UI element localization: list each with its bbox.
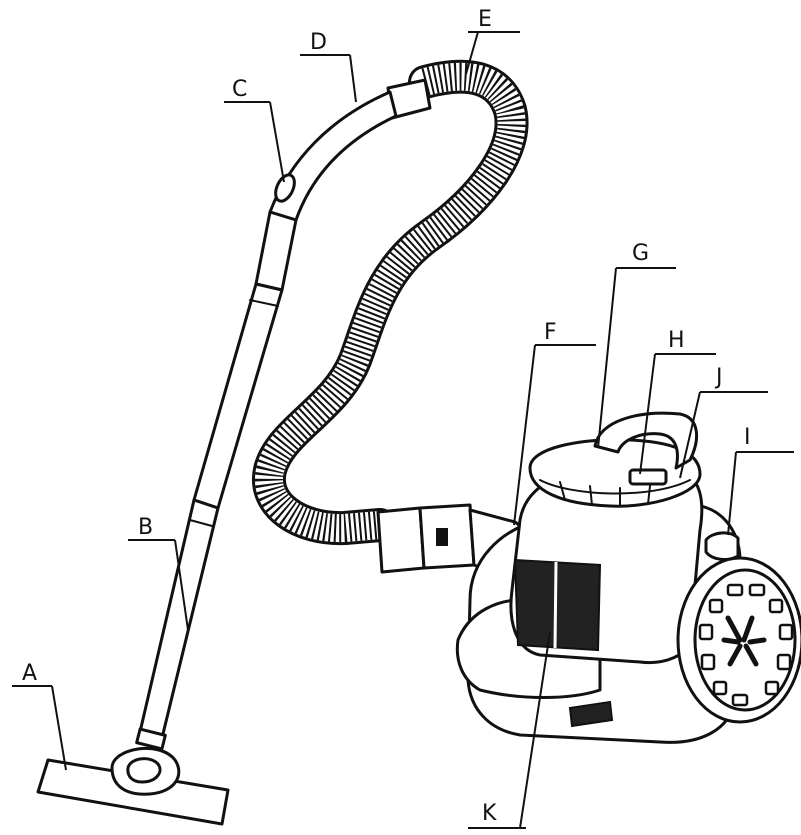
callout-label-d: D	[310, 30, 327, 55]
flexible-hose	[252, 59, 529, 546]
callout-label-j: J	[714, 365, 723, 390]
exhaust-grill	[698, 583, 794, 707]
callout-label-a: A	[22, 661, 37, 686]
callout-d: D	[300, 30, 357, 103]
callout-f: F	[513, 320, 596, 526]
power-switch	[704, 531, 740, 561]
callout-b: B	[128, 515, 189, 631]
callout-i: I	[727, 425, 794, 536]
callout-e: E	[465, 7, 520, 75]
callout-h: H	[639, 328, 716, 475]
callout-label-k: K	[482, 801, 497, 826]
callout-label-e: E	[478, 7, 492, 32]
callout-k: K	[468, 631, 551, 829]
callout-label-h: H	[668, 328, 685, 353]
callout-a: A	[12, 661, 67, 771]
release-button	[628, 468, 668, 486]
callout-g: G	[597, 241, 676, 449]
handle-assembly	[254, 78, 432, 292]
callout-label-c: C	[232, 77, 247, 102]
callout-label-i: I	[744, 425, 751, 450]
telescopic-tube	[135, 282, 284, 751]
vacuum-body	[455, 411, 801, 744]
callout-label-f: F	[544, 320, 557, 345]
callout-label-g: G	[632, 241, 649, 266]
floor-nozzle	[36, 746, 230, 826]
callout-c: C	[224, 77, 285, 183]
suction-control-slider	[274, 173, 296, 203]
hepa-filter	[513, 558, 602, 652]
callout-j: J	[679, 365, 768, 479]
callout-label-b: B	[138, 515, 153, 540]
